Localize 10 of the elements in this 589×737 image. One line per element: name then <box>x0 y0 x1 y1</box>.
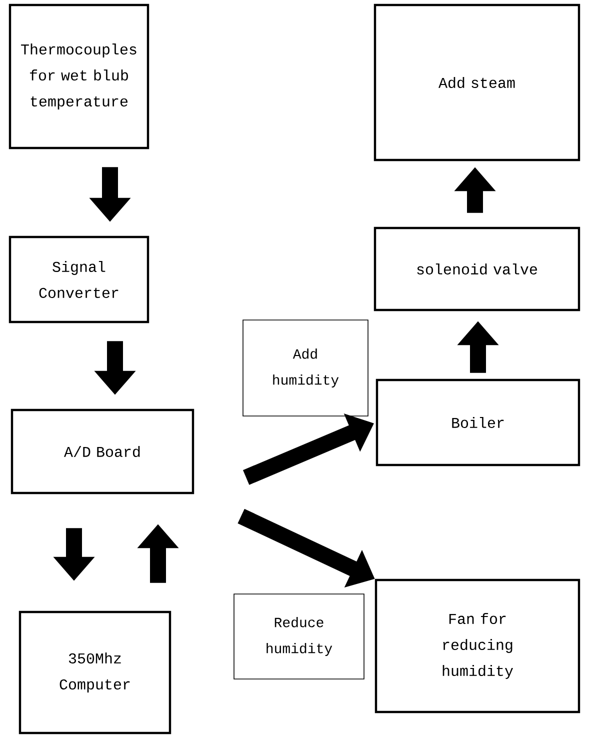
process-box: Fan for reducing humidity <box>374 578 580 714</box>
note-box: Add humidity <box>242 320 368 416</box>
process-box: 350Mhz Computer <box>18 610 172 734</box>
process-box: A/D Board <box>10 408 194 494</box>
process-box: solenoid valve <box>374 226 580 312</box>
process-box: Add steam <box>374 4 580 162</box>
process-box: Signal Converter <box>8 236 150 324</box>
process-box: Thermocouples for wet blub temperature <box>8 4 150 150</box>
process-box: Boiler <box>376 378 580 466</box>
note-box: Reduce humidity <box>234 594 364 680</box>
